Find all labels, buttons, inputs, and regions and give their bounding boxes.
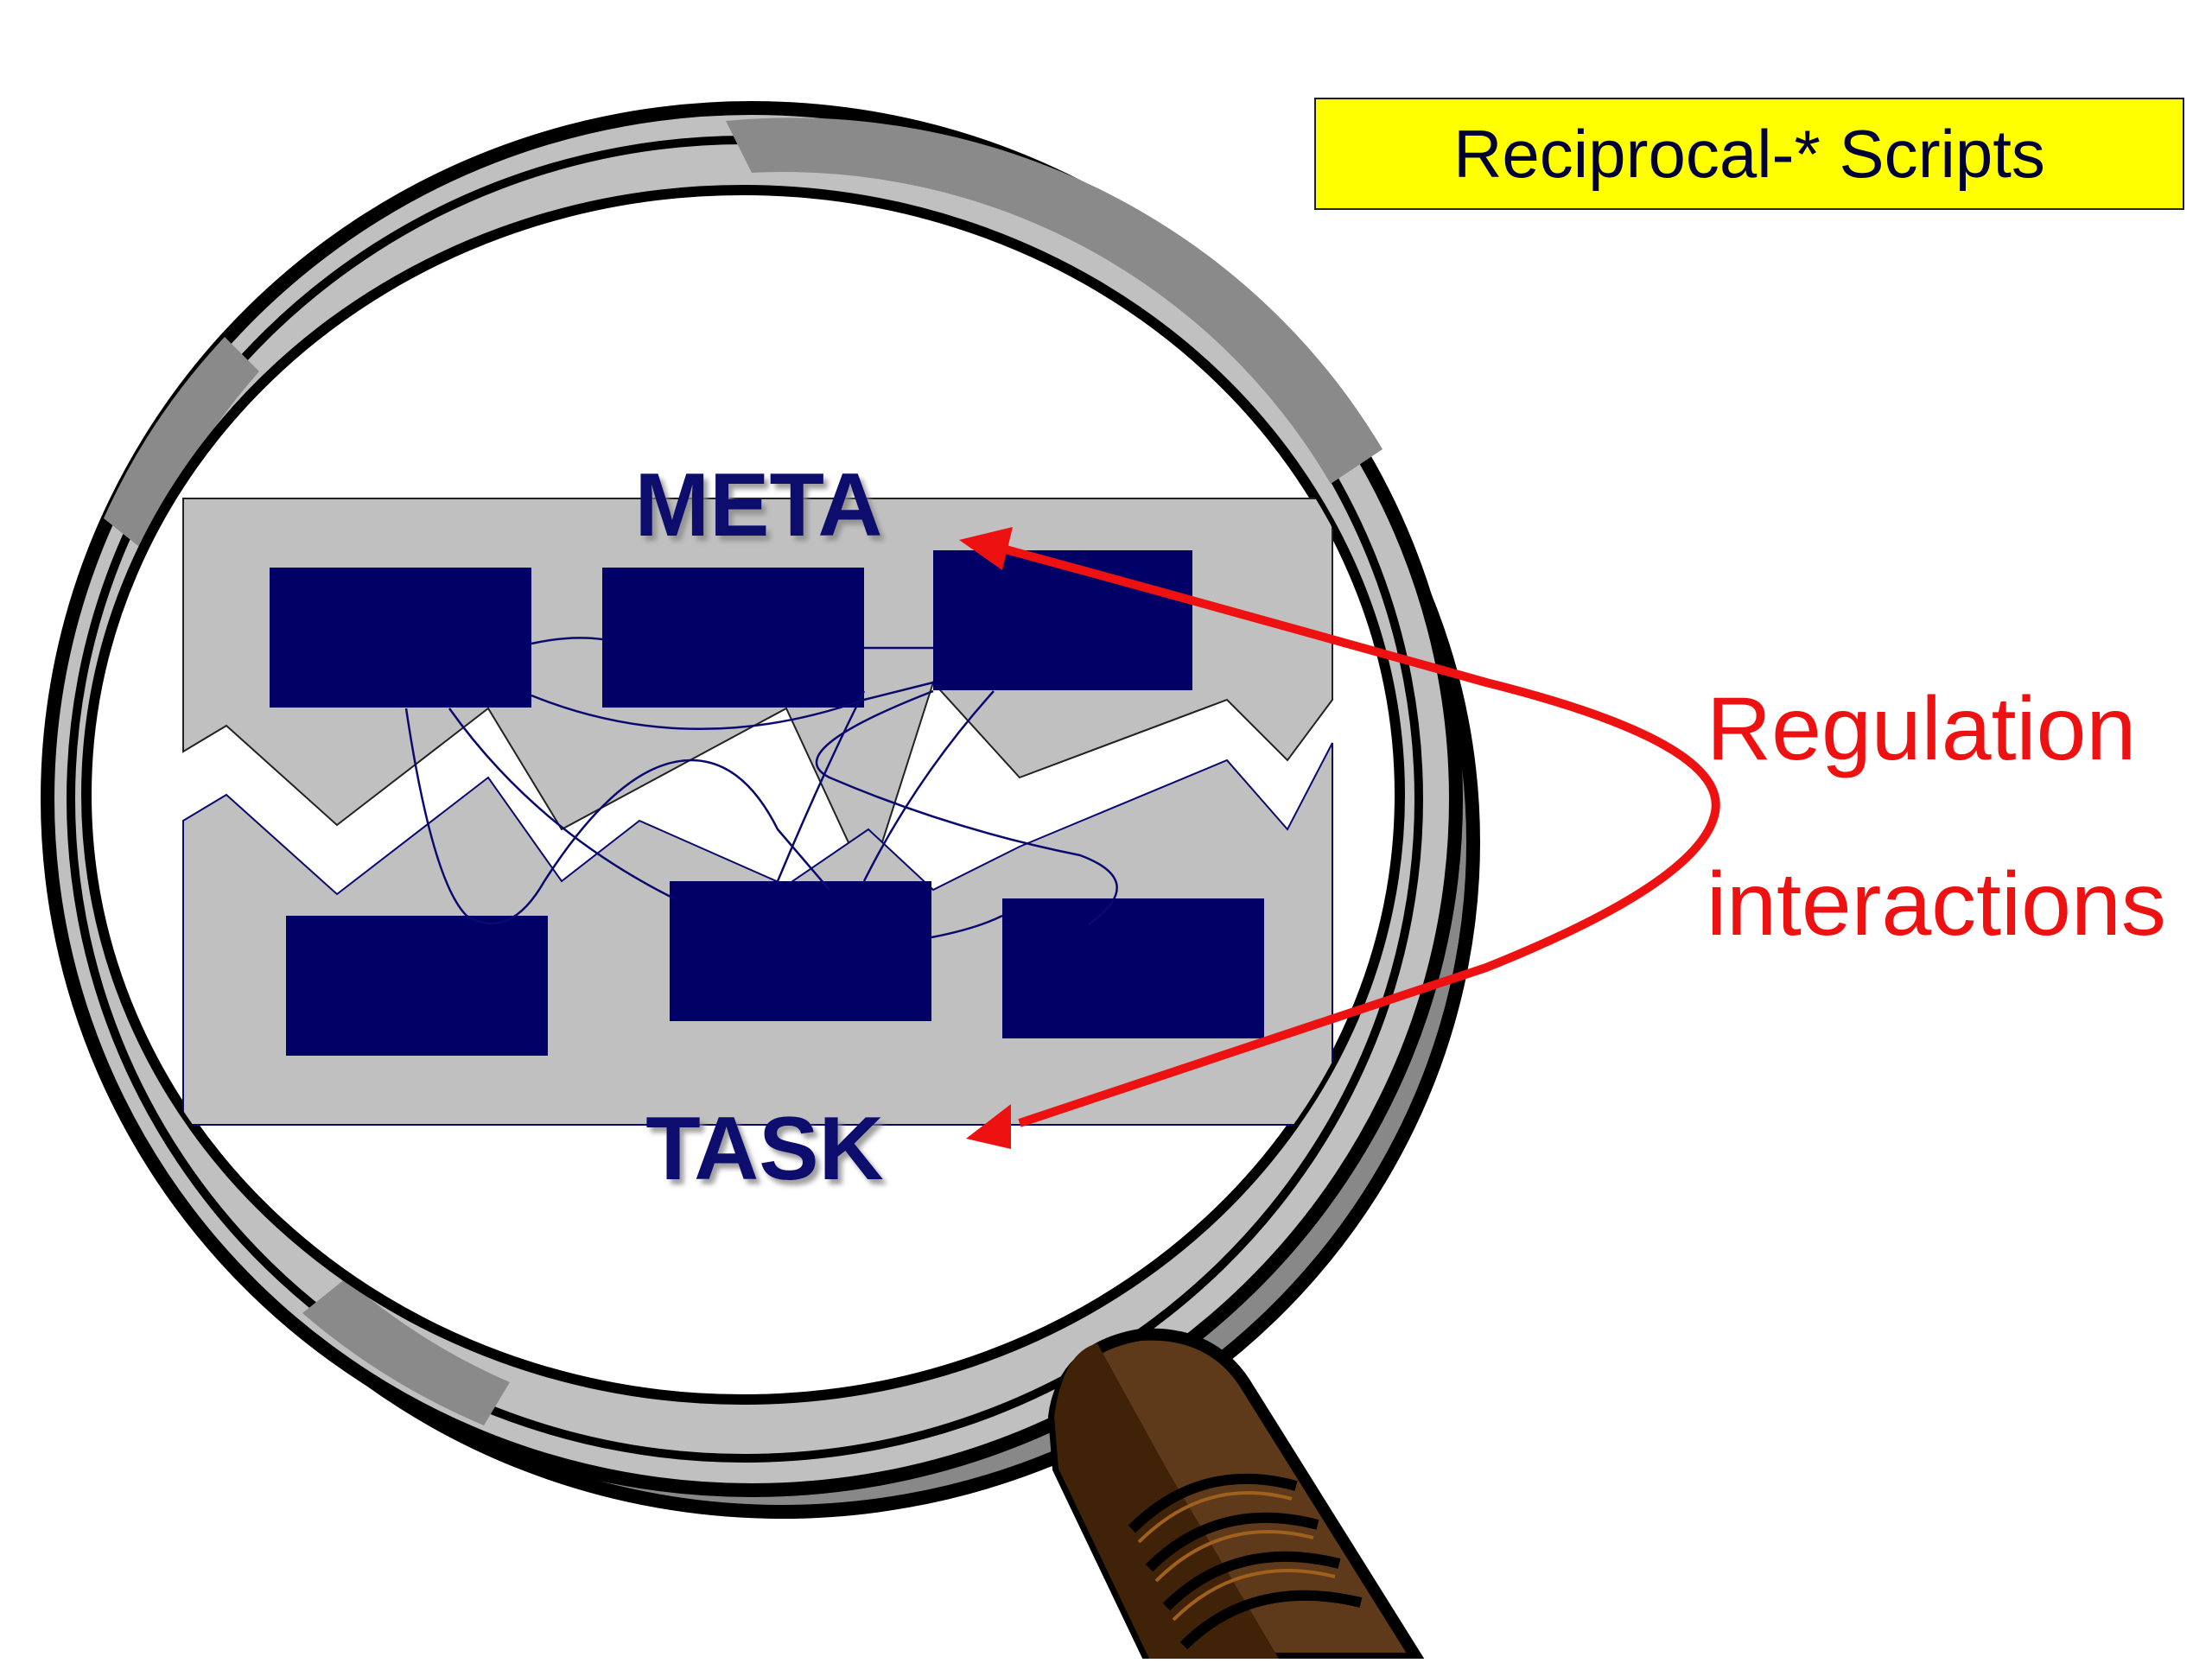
regulation-label: Regulation: [1707, 679, 2137, 779]
interaction-links: [404, 637, 1118, 939]
arrowhead-meta: [959, 527, 1013, 570]
task-activity-box: [286, 916, 548, 1056]
rim-highlight-top: [726, 117, 1382, 484]
rim-highlight-bottom: [302, 1279, 510, 1425]
task-activity-box: [670, 881, 931, 1021]
arrowhead-task: [966, 1104, 1011, 1149]
regulation-curve: [1001, 544, 1720, 1127]
meta-activity-box: [602, 568, 864, 708]
rim-highlight-left: [104, 337, 259, 553]
magnifier-handle: [1047, 1328, 1427, 1663]
script-title: Reciprocal-* Scripts: [1453, 115, 2045, 192]
regulation-arrows: [959, 527, 1720, 1149]
meta-label: META: [635, 455, 883, 555]
task-label: TASK: [645, 1099, 883, 1199]
interactions-label: interactions: [1707, 854, 2166, 955]
script-title-box: Reciprocal-* Scripts: [1314, 98, 2184, 210]
lens-content: META TASK: [182, 455, 1333, 1199]
task-activity-box: [1002, 898, 1264, 1038]
meta-activity-box: [933, 550, 1192, 690]
meta-activity-box: [270, 568, 531, 708]
